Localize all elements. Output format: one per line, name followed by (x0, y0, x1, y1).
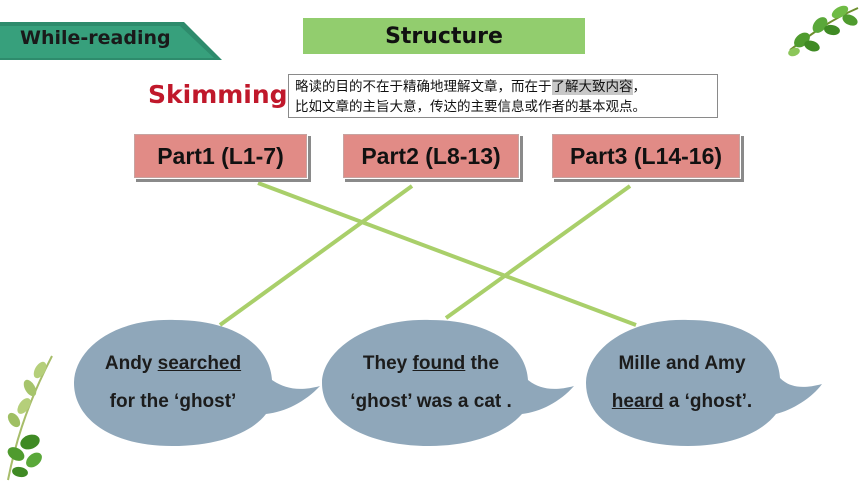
bubble-3-text: Mille and Amy heard a ‘ghost’. (611, 353, 753, 412)
bubble-2-text: They found the ‘ghost’ was a cat . (350, 353, 512, 412)
part1-box: Part1 (L1-7) (133, 133, 308, 179)
section-banner (0, 22, 222, 60)
keyword-searched: searched (157, 353, 242, 374)
highlighted-phrase: 了解大致内容 (551, 79, 633, 95)
bubble-1-shape (74, 319, 320, 446)
connector-part3-to-bubble2 (444, 184, 632, 320)
bubble-2-shape (322, 319, 574, 446)
skimming-note-line2: 比如文章的主旨大意，传达的主要信息或作者的基本观点。 (295, 99, 646, 115)
skimming-label: Skimming: (148, 80, 298, 109)
keyword-found: found (412, 353, 466, 374)
skimming-note: 略读的目的不在于精确地理解文章，而在于了解大致内容， 比如文章的主旨大意，传达的… (288, 74, 718, 118)
bubble-3-shape (586, 319, 822, 446)
connector-part1-to-bubble3 (257, 181, 637, 327)
bubble-1-text: Andy searched for the ‘ghost’ (104, 353, 242, 412)
skimming-note-line1: 略读的目的不在于精确地理解文章，而在于了解大致内容， (295, 79, 646, 95)
leaf-decoration-bottom-left (7, 355, 53, 481)
section-label: While-reading (20, 27, 171, 49)
page-title: Structure (303, 18, 585, 54)
part2-box: Part2 (L8-13) (342, 133, 520, 179)
part3-box: Part3 (L14-16) (551, 133, 741, 179)
keyword-heard: heard (611, 391, 664, 412)
leaf-decoration-top-right (788, 5, 859, 57)
connector-part2-to-bubble1 (218, 184, 414, 327)
